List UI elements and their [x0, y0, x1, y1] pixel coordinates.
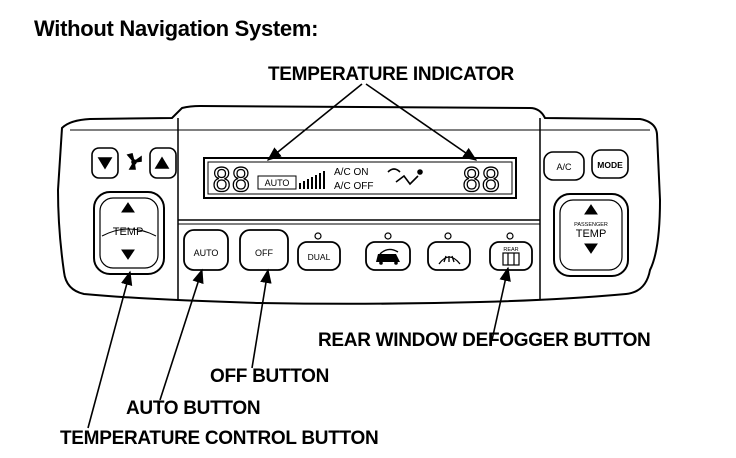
right-temp-control-button[interactable]: PASSENGER TEMP: [553, 193, 629, 277]
front-defrost-indicator-light: [444, 232, 452, 240]
front-defrost-icon: [438, 255, 461, 265]
diagram-heading: Without Navigation System:: [34, 16, 319, 41]
control-panel: [56, 104, 662, 305]
label-temperature-indicator: TEMPERATURE INDICATOR: [268, 64, 514, 85]
dual-button[interactable]: DUAL: [297, 232, 341, 271]
left-temp-display: 88: [212, 161, 251, 199]
airflow-mode-icon: [387, 168, 423, 186]
arrow-temp-indicator-left: [266, 83, 363, 161]
recirculation-icon: [376, 248, 400, 265]
right-temp-sub-label: PASSENGER: [574, 222, 608, 228]
fan-down-icon: [97, 157, 113, 170]
mode-button[interactable]: MODE: [591, 149, 629, 179]
right-temp-label: TEMP: [576, 228, 607, 240]
rear-defogger-indicator-light: [506, 232, 514, 240]
label-temperature-control-button: TEMPERATURE CONTROL BUTTON: [60, 428, 379, 449]
ac-button-label: A/C: [556, 162, 572, 172]
label-off-button: OFF BUTTON: [210, 366, 330, 387]
right-temp-display: 88: [462, 161, 501, 199]
recirculation-indicator-light: [384, 232, 392, 240]
lcd-display: 88 AUTO A/C ON A/C OFF 88: [203, 157, 517, 200]
ac-on-indicator: A/C ON: [334, 167, 368, 178]
ac-button[interactable]: A/C: [543, 151, 585, 181]
label-auto-button: AUTO BUTTON: [126, 398, 261, 419]
rear-defrost-icon: [502, 252, 520, 266]
ac-off-indicator: A/C OFF: [334, 181, 373, 192]
callout-arrows: [87, 83, 511, 429]
arrow-temp-indicator-right: [365, 83, 478, 161]
auto-button[interactable]: AUTO: [183, 229, 229, 271]
auto-button-label: AUTO: [194, 248, 219, 258]
arrow-off-button: [251, 268, 272, 369]
arrow-rear-defogger: [491, 266, 511, 341]
fan-icon: [126, 153, 142, 170]
recirculation-button[interactable]: [365, 232, 411, 271]
arrow-auto-button: [159, 268, 204, 401]
dual-button-label: DUAL: [308, 252, 331, 262]
rear-window-defogger-button[interactable]: REAR: [489, 232, 533, 271]
dual-indicator-light: [314, 232, 322, 240]
off-button-label: OFF: [255, 248, 273, 258]
fan-speed-bars: [299, 171, 325, 189]
rear-button-label: REAR: [503, 247, 518, 253]
fan-control-group: [91, 147, 177, 179]
arrow-temp-control: [87, 270, 133, 429]
mode-button-label: MODE: [597, 160, 623, 170]
left-temp-control-button[interactable]: TEMP: [93, 191, 165, 275]
fan-up-icon: [154, 156, 170, 169]
off-button[interactable]: OFF: [239, 229, 289, 271]
left-temp-label: TEMP: [113, 226, 144, 238]
auto-indicator: AUTO: [265, 178, 290, 188]
front-defrost-button[interactable]: [427, 232, 471, 271]
label-rear-window-defogger-button: REAR WINDOW DEFOGGER BUTTON: [318, 330, 651, 351]
